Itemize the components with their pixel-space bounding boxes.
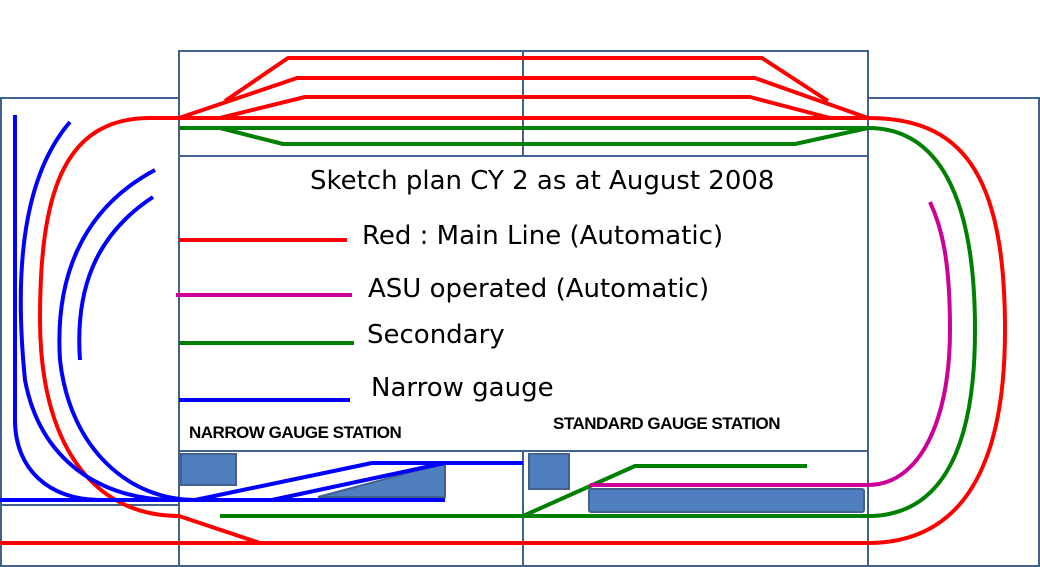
standard-station-label: STANDARD GAUGE STATION	[553, 414, 781, 433]
standard-station-building	[528, 453, 570, 490]
narrow-station-building	[180, 453, 237, 486]
right-board	[867, 97, 1040, 567]
plan-title: Sketch plan CY 2 as at August 2008	[310, 166, 775, 196]
main-line-tracks	[0, 56, 1007, 545]
secondary-tracks	[179, 126, 977, 518]
legend-label-asu: ASU operated (Automatic)	[368, 274, 710, 304]
narrow-gauge-tracks	[0, 115, 523, 502]
asu-track	[590, 201, 952, 487]
standard-station-platform	[588, 488, 865, 513]
baseboards	[0, 50, 1040, 567]
narrow-station-label: NARROW GAUGE STATION	[189, 423, 402, 442]
legend-label-secondary: Secondary	[367, 320, 505, 350]
legend-label-main: Red : Main Line (Automatic)	[362, 221, 724, 251]
legend-label-narrow: Narrow gauge	[371, 373, 554, 403]
left-board	[0, 97, 180, 567]
